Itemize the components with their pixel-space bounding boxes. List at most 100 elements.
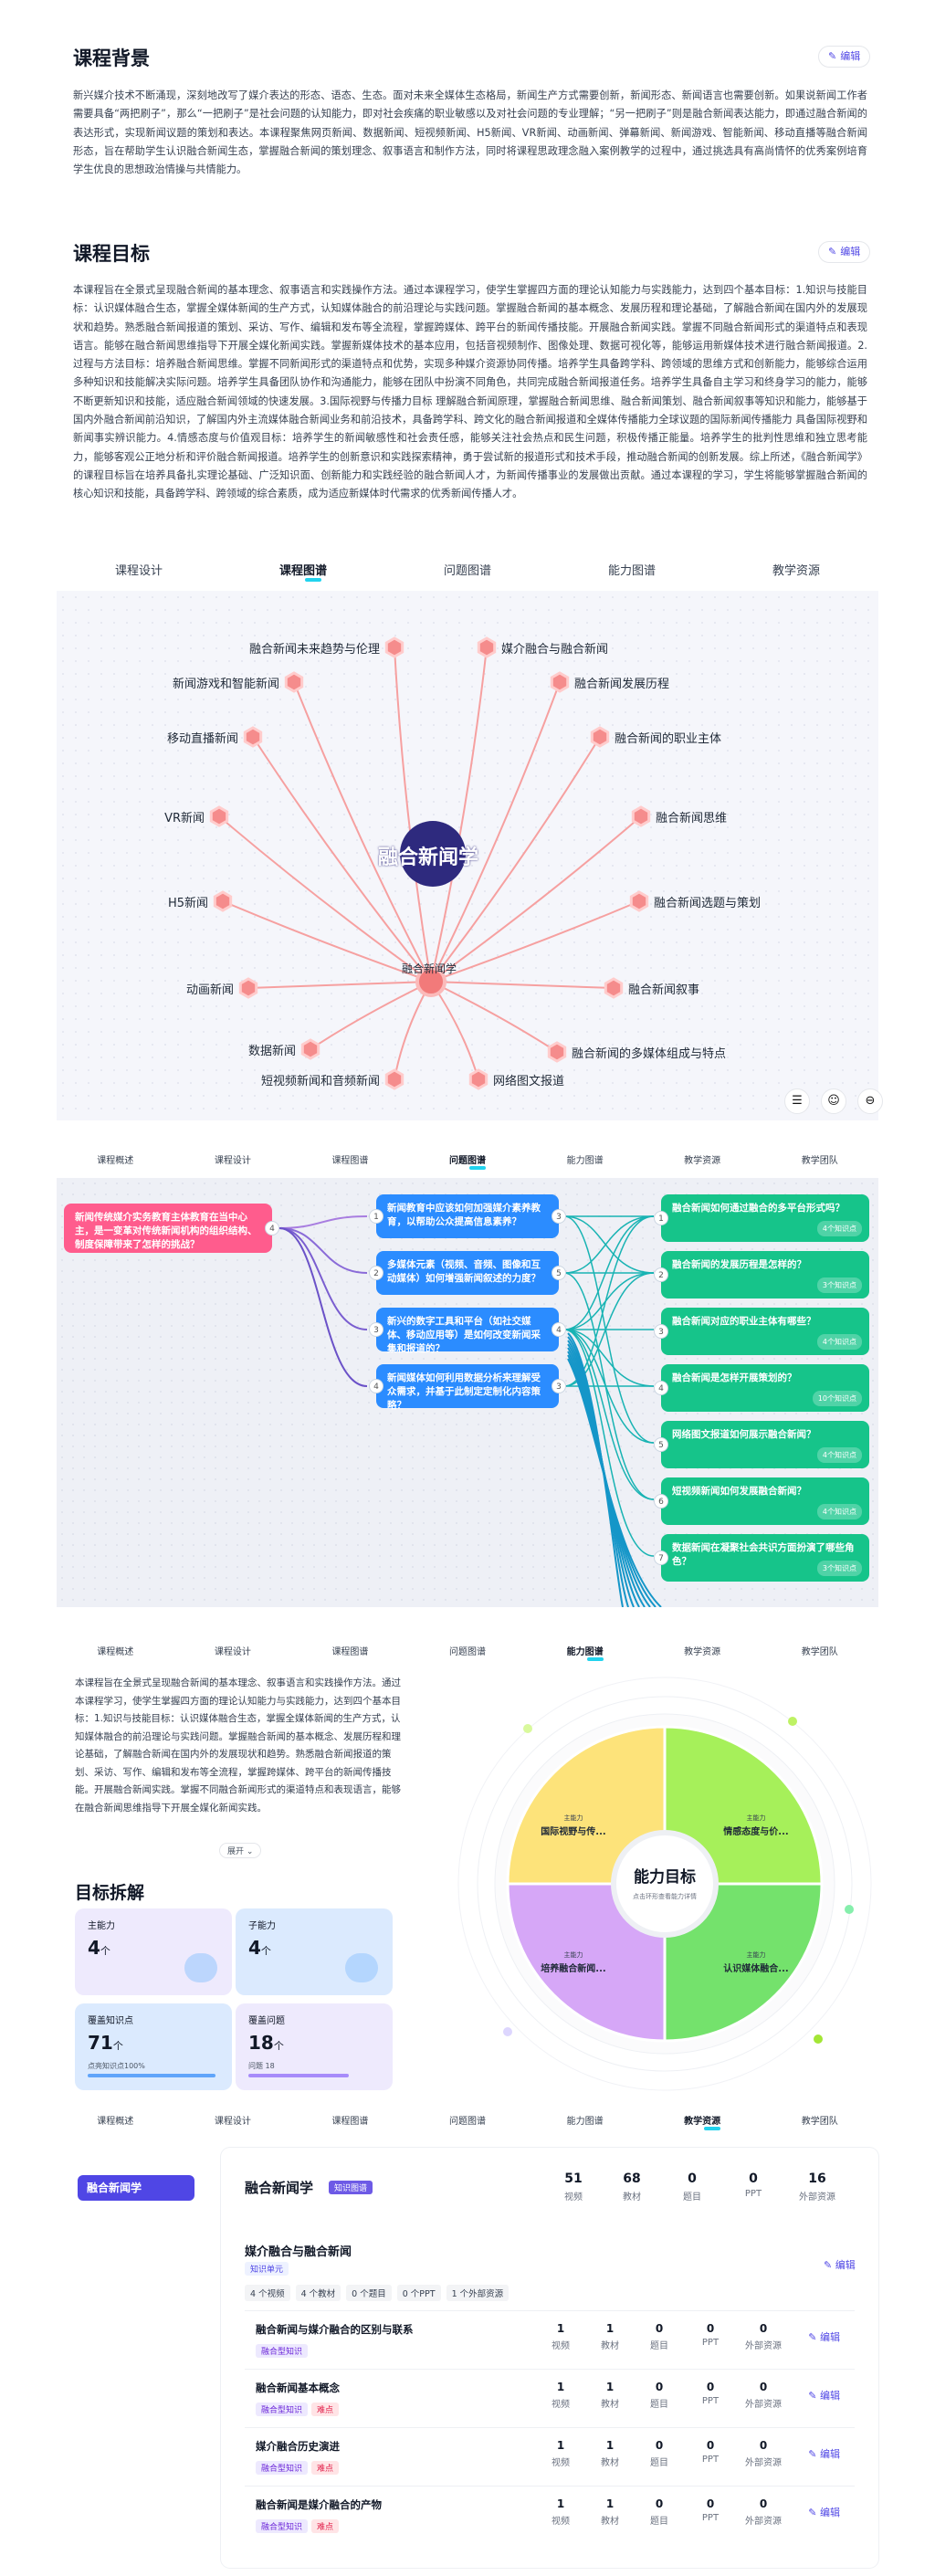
map-node[interactable]: [477, 636, 497, 658]
goals-edit-button[interactable]: ✎编辑: [818, 241, 871, 263]
map-node-label[interactable]: 融合新闻选题与策划: [654, 897, 762, 910]
chapter-edit-label: 编辑: [835, 2259, 856, 2271]
tab-3[interactable]: 问题图谱: [409, 1152, 527, 1166]
map-hub-node[interactable]: [415, 966, 446, 997]
map-node[interactable]: [243, 726, 263, 748]
minus-circle-icon[interactable]: ⊖: [857, 1088, 883, 1114]
wheel-quadrant[interactable]: [506, 1882, 667, 2043]
map-node-label[interactable]: 融合新闻的职业主体: [615, 732, 722, 746]
map-node-label[interactable]: 动画新闻: [185, 983, 234, 997]
tab-3[interactable]: 问题图谱: [449, 2117, 487, 2127]
tab-6[interactable]: 教学团队: [801, 1647, 838, 1657]
resource-row-edit-button[interactable]: ✎ 编辑: [808, 2448, 840, 2460]
map-node-label[interactable]: 网络图文报道: [493, 1075, 565, 1088]
wheel-quadrant[interactable]: [506, 1725, 667, 1886]
map-node-label[interactable]: 移动直播新闻: [166, 732, 238, 746]
resource-side-item[interactable]: 融合新闻学: [78, 2175, 194, 2201]
tab-4[interactable]: 教学资源: [772, 564, 820, 578]
map-node-label[interactable]: 媒介融合与融合新闻: [501, 643, 609, 657]
map-node[interactable]: [238, 977, 258, 999]
resource-row-edit-button[interactable]: ✎ 编辑: [808, 2331, 840, 2343]
map-node[interactable]: [604, 977, 624, 999]
map-node-label[interactable]: 融合新闻思维: [656, 812, 728, 825]
map-node[interactable]: [384, 636, 404, 658]
filter-icon[interactable]: ☰: [784, 1088, 810, 1114]
map-node-label[interactable]: H5新闻: [167, 897, 208, 910]
tab-2[interactable]: 问题图谱: [443, 564, 491, 578]
wheel-quadrant[interactable]: [663, 1882, 824, 2043]
map-center-node[interactable]: [400, 821, 466, 887]
expand-button[interactable]: 展开 ⌄: [219, 1843, 262, 1858]
resource-row-edit-button[interactable]: ✎ 编辑: [808, 2390, 840, 2402]
tab-5[interactable]: 教学资源: [684, 1647, 721, 1657]
map-node-label[interactable]: 融合新闻的多媒体组成与特点: [572, 1047, 727, 1061]
tab-4[interactable]: 能力图谱: [526, 1644, 644, 1657]
wheel-center[interactable]: [611, 1830, 719, 1938]
tab-2[interactable]: 课程图谱: [331, 2117, 369, 2127]
map-node-label[interactable]: VR新闻: [164, 812, 205, 825]
map-node[interactable]: [468, 1068, 489, 1090]
tab-2[interactable]: 课程图谱: [331, 1647, 369, 1657]
tab-0[interactable]: 课程设计: [114, 564, 163, 578]
map-node[interactable]: [384, 1068, 404, 1090]
tab-0[interactable]: 课程概述: [97, 1647, 134, 1657]
problem-root-node[interactable]: 新闻传统媒介实务教育主体教育在当中心主，是一变革对传统新闻机构的组织结构、制度保…: [64, 1204, 279, 1253]
tab-1[interactable]: 课程图谱: [221, 561, 385, 578]
background-edit-button[interactable]: ✎编辑: [818, 46, 871, 68]
tab-4[interactable]: 能力图谱: [566, 2117, 604, 2127]
map-node-label[interactable]: 融合新闻发展历程: [574, 678, 670, 691]
tab-4[interactable]: 能力图谱: [566, 1156, 604, 1166]
tab-1[interactable]: 课程设计: [214, 2117, 251, 2127]
map-node[interactable]: [547, 1041, 567, 1063]
tab-6[interactable]: 教学团队: [801, 1156, 838, 1166]
map-node[interactable]: [631, 805, 651, 827]
map-node-label[interactable]: 融合新闻叙事: [628, 983, 700, 997]
user-icon[interactable]: ☺: [821, 1088, 846, 1114]
chapter-edit-button[interactable]: ✎ 编辑: [824, 2257, 856, 2272]
tab-3[interactable]: 能力图谱: [607, 564, 656, 578]
tab-1[interactable]: 课程设计: [214, 1647, 251, 1657]
map-node[interactable]: [300, 1038, 320, 1060]
map-node[interactable]: [629, 890, 649, 912]
map-node-label[interactable]: 数据新闻: [247, 1045, 296, 1058]
ability-wheel[interactable]: 能力目标点击环形查看能力详情主能力国际视野与传...主能力情感态度与价...主能…: [455, 1674, 875, 2094]
resource-row-edit-button[interactable]: ✎ 编辑: [808, 2507, 840, 2518]
map-node[interactable]: [213, 890, 233, 912]
tab-3[interactable]: 问题图谱: [449, 1647, 487, 1657]
wheel-quadrant[interactable]: [663, 1725, 824, 1886]
tab-6[interactable]: 教学团队: [801, 2117, 838, 2127]
tab-2[interactable]: 课程图谱: [331, 1156, 369, 1166]
map-node[interactable]: [550, 671, 570, 693]
tab-1[interactable]: 课程设计: [214, 1156, 251, 1166]
map-node[interactable]: [284, 671, 304, 693]
problem-map-panel: 新闻传统媒介实务教育主体教育在当中心主，是一变革对传统新闻机构的组织结构、制度保…: [57, 1178, 878, 1607]
tab-0[interactable]: 课程概述: [97, 1156, 134, 1166]
map-node[interactable]: [590, 726, 610, 748]
tab-0[interactable]: 课程概述: [97, 2117, 134, 2127]
tab-5[interactable]: 教学资源: [684, 1156, 721, 1166]
map-node[interactable]: [209, 805, 229, 827]
map-node-label[interactable]: 短视频新闻和音频新闻: [260, 1075, 380, 1088]
map-node-label[interactable]: 新闻游戏和智能新闻: [172, 678, 279, 691]
tab-5[interactable]: 教学资源: [644, 2113, 762, 2127]
map-node-label[interactable]: 融合新闻未来趋势与伦理: [248, 643, 380, 657]
